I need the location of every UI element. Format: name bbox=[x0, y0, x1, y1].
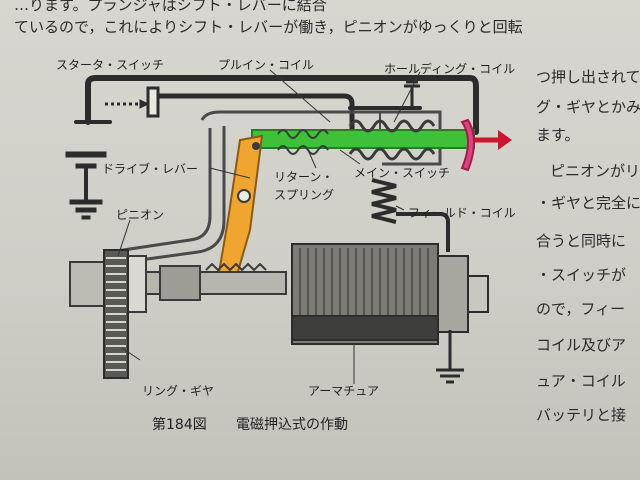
figure-number: 第184図 bbox=[152, 417, 207, 433]
ground-symbol-bottom bbox=[436, 330, 464, 384]
pinion-assembly bbox=[69, 255, 287, 313]
push-arrow-icon bbox=[474, 130, 512, 150]
label-return-spring: リターン・ スプリング bbox=[274, 170, 335, 202]
right-text-line: グ・ギヤとかみ bbox=[536, 98, 640, 116]
body-text-line-1: …ります。プランジャはシフト・レバーに結合 bbox=[14, 0, 327, 14]
label-drive-lever: ドライブ・レバー bbox=[102, 162, 199, 176]
leader-lines bbox=[117, 69, 421, 384]
right-text-line: つ押し出されて bbox=[536, 68, 640, 86]
right-text-line: コイル及びア bbox=[536, 336, 627, 354]
right-text-line: ・ギヤと完全に bbox=[536, 194, 640, 212]
armature bbox=[291, 243, 489, 345]
right-text-line: ピニオンがリ bbox=[550, 162, 640, 180]
battery bbox=[65, 151, 107, 220]
field-coil bbox=[371, 178, 397, 224]
right-text-line: ・スイッチが bbox=[536, 266, 627, 284]
right-text-line: バッテリと接 bbox=[536, 406, 627, 424]
wiring bbox=[74, 75, 479, 149]
right-text-line: ュア・コイル bbox=[536, 372, 626, 390]
ring-gear bbox=[103, 249, 129, 379]
return-spring bbox=[277, 129, 329, 155]
starter-switch bbox=[105, 86, 160, 118]
coil-windings bbox=[348, 119, 436, 161]
label-holding-coil: ホールディング・コイル bbox=[384, 62, 516, 76]
right-text-line: ます。 bbox=[536, 126, 580, 144]
right-text-line: 合うと同時に bbox=[536, 232, 627, 250]
figure-title: 電磁押込式の作動 bbox=[236, 417, 348, 433]
label-ring-gear: リング・ギヤ bbox=[142, 384, 215, 398]
label-pinion: ピニオン bbox=[116, 208, 165, 222]
label-main-switch: メイン・スイッチ bbox=[354, 166, 451, 180]
label-armature: アーマチュア bbox=[308, 384, 380, 398]
ground-symbol-top bbox=[404, 80, 420, 108]
solenoid-housing bbox=[108, 110, 442, 262]
main-switch-contact bbox=[460, 118, 475, 172]
label-pull-in-coil: プルイン・コイル bbox=[218, 58, 315, 72]
body-text-line-2: ているので，これによりシフト・レバーが働き，ピニオンがゆっくりと回転 bbox=[14, 18, 523, 36]
label-starter-switch: スタータ・スイッチ bbox=[56, 58, 165, 72]
plunger bbox=[251, 129, 475, 149]
label-field-coil: フィールド・コイル bbox=[408, 206, 516, 220]
right-text-line: ので，フィー bbox=[536, 300, 626, 318]
